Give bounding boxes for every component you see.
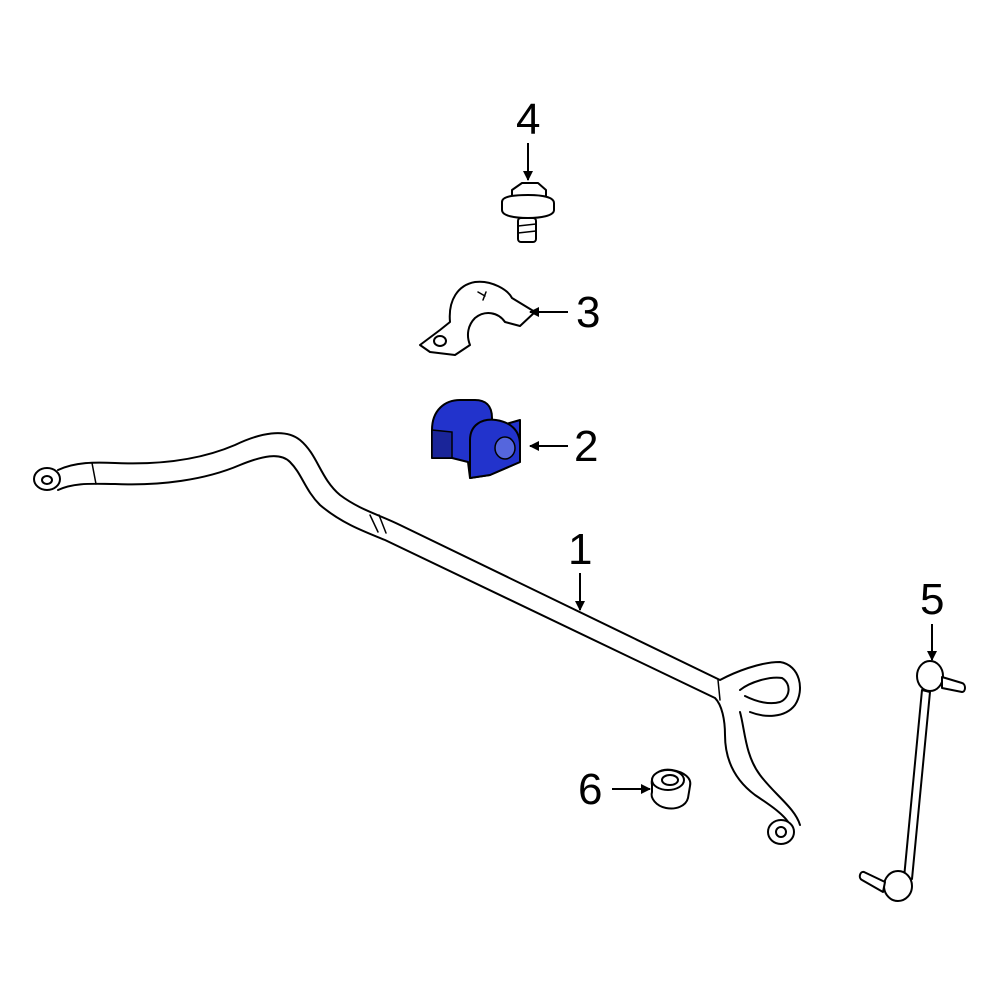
- bushing[interactable]: [431, 399, 521, 479]
- callout-2: 2: [574, 422, 599, 471]
- callout-5: 5: [920, 575, 945, 624]
- stabilizer-link[interactable]: [858, 660, 966, 902]
- bolt[interactable]: [501, 182, 555, 243]
- stabilizer-bar[interactable]: [33, 432, 801, 845]
- grommet[interactable]: [650, 768, 692, 810]
- leader-arrows: [523, 143, 937, 794]
- callout-3: 3: [576, 288, 601, 337]
- callout-1: 1: [568, 525, 593, 574]
- callout-4: 4: [516, 95, 541, 144]
- bracket[interactable]: [419, 280, 536, 356]
- callout-6: 6: [578, 765, 603, 814]
